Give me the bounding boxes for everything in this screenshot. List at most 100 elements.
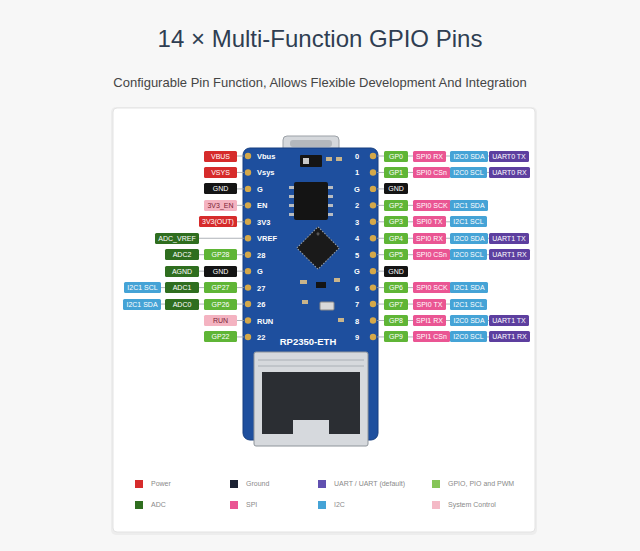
pin-name: GP27: [212, 282, 230, 293]
pin-name: SPI0 CSn: [416, 167, 447, 178]
board-pin-label: 28: [257, 250, 265, 259]
board-pin-label: 1: [355, 168, 359, 177]
pin-name: I2C1 SCL: [453, 299, 483, 310]
pin-function-label: SPI0 SCK: [413, 282, 451, 293]
legend-swatch: [318, 480, 326, 488]
legend-item: Power: [135, 479, 171, 489]
pin-name: GP26: [212, 299, 230, 310]
legend-text: ADC: [151, 500, 166, 510]
pin-name: GP4: [389, 233, 403, 244]
pin-function-label: UART0 RX: [489, 167, 530, 178]
pin-function-label: SPI0 RX: [413, 233, 446, 244]
pin-name: I2C0 SDA: [453, 151, 484, 162]
pin-function-label: SPI1 CSn: [413, 331, 450, 342]
pin-name: I2C0 SDA: [453, 315, 484, 326]
pin-pad: [245, 235, 251, 241]
pin-name: I2C1 SCL: [127, 282, 157, 293]
pin-name: VSYS: [211, 167, 230, 178]
pin-name: I2C1 SDA: [453, 200, 484, 211]
pin-function-label: GND: [384, 183, 408, 194]
pin-name: GP7: [389, 299, 403, 310]
pin-pad: [245, 317, 251, 323]
pin-function-label: I2C0 SDA: [450, 151, 488, 162]
pin-pad: [370, 301, 376, 307]
pin-pad: [370, 169, 376, 175]
board-pin-label: G: [257, 184, 263, 193]
pin-function-label: SPI0 RX: [413, 151, 446, 162]
pin-name: GP9: [389, 331, 403, 342]
legend-text: I2C: [334, 500, 345, 510]
board-pin-label: 0: [355, 152, 359, 161]
pin-function-label: GP6: [384, 282, 408, 293]
pin-function-label: I2C1 SCL: [450, 299, 487, 310]
pin-function-label: GP26: [204, 299, 237, 310]
board-pin-label: 8: [355, 316, 359, 325]
pin-name: SPI0 RX: [416, 151, 443, 162]
pin-name: 3V3_EN: [207, 200, 233, 211]
legend-text: Ground: [246, 479, 269, 489]
pin-name: GP6: [389, 282, 403, 293]
pin-name: UART0 TX: [492, 151, 526, 162]
pin-function-label: RUN: [204, 315, 237, 326]
pin-name: UART1 TX: [492, 233, 526, 244]
pin-function-label: I2C0 SDA: [450, 315, 488, 326]
legend-text: System Control: [448, 500, 496, 510]
pin-function-label: I2C1 SDA: [123, 299, 161, 310]
pin-pad: [370, 268, 376, 274]
pin-function-label: SPI1 RX: [413, 315, 446, 326]
pin-pad: [245, 153, 251, 159]
pin-name: GND: [213, 183, 229, 194]
pin-function-label: GP22: [204, 331, 237, 342]
pin-name: RUN: [213, 315, 228, 326]
board-pin-label: G: [354, 184, 360, 193]
pin-name: GP1: [389, 167, 403, 178]
board-pin-label: Vsys: [257, 168, 275, 177]
pin-function-label: GND: [384, 266, 408, 277]
pin-name: ADC_VREF: [158, 233, 195, 244]
pin-name: I2C1 SDA: [126, 299, 157, 310]
pin-function-label: ADC0: [165, 299, 199, 310]
pin-name: VBUS: [211, 151, 230, 162]
pin-pad: [245, 202, 251, 208]
pin-pad: [245, 301, 251, 307]
pin-function-label: AGND: [165, 266, 199, 277]
pin-name: UART0 RX: [492, 167, 527, 178]
pin-function-label: I2C0 SDA: [450, 233, 488, 244]
pin-function-label: UART1 TX: [489, 315, 529, 326]
pin-function-label: ADC_VREF: [155, 233, 199, 244]
pin-name: GND: [213, 266, 229, 277]
board-pin-label: VREF: [257, 234, 277, 243]
pin-pads: [245, 153, 376, 340]
pin-name: UART1 TX: [492, 315, 526, 326]
board-pin-label: 6: [355, 283, 359, 292]
pin-function-label: GP5: [384, 249, 408, 260]
pin-name: SPI0 TX: [417, 216, 443, 227]
pin-name: SPI0 RX: [416, 233, 443, 244]
pin-name: SPI0 CSn: [416, 249, 447, 260]
pin-name: SPI0 SCK: [416, 282, 448, 293]
subtitle: Configurable Pin Function, Allows Flexib…: [0, 75, 640, 91]
pin-function-label: ADC2: [165, 249, 199, 260]
legend-swatch: [230, 480, 238, 488]
pin-function-label: GP4: [384, 233, 408, 244]
legend-text: Power: [151, 479, 171, 489]
board-pin-label: 22: [257, 332, 265, 341]
legend-text: GPIO, PIO and PWM: [448, 479, 514, 489]
pin-pad: [245, 334, 251, 340]
pin-name: GP28: [212, 249, 230, 260]
pin-function-label: UART1 RX: [489, 249, 530, 260]
board-pin-label: 3: [355, 217, 359, 226]
pin-name: I2C0 SCL: [453, 167, 483, 178]
legend-text: SPI: [246, 500, 257, 510]
pin-function-label: VBUS: [204, 151, 237, 162]
board-pin-label: Vbus: [257, 152, 275, 161]
pin-function-label: VSYS: [204, 167, 237, 178]
pin-name: 3V3(OUT): [202, 216, 234, 227]
legend-item: I2C: [318, 500, 345, 510]
pin-function-label: GP3: [384, 216, 408, 227]
pin-function-label: GND: [204, 266, 237, 277]
pin-name: UART1 RX: [492, 249, 527, 260]
pin-function-label: SPI0 TX: [413, 216, 446, 227]
legend-text: UART / UART (default): [334, 479, 405, 489]
pin-pad: [370, 284, 376, 290]
